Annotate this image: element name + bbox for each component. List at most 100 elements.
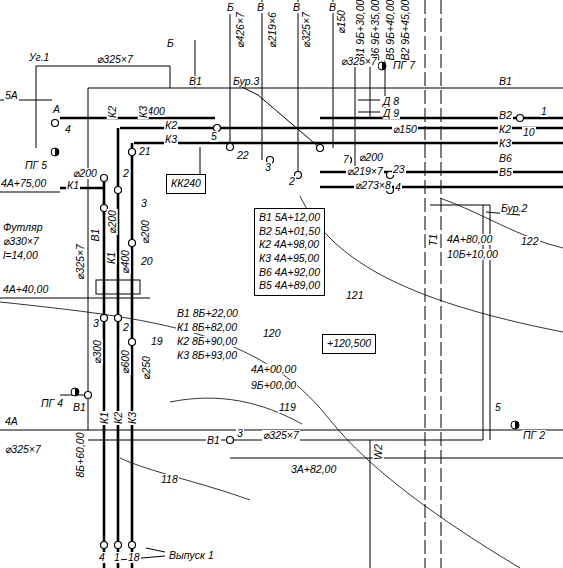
plan-label: ⌀325×7 <box>75 243 86 281</box>
plan-label: ⌀600 <box>120 349 131 375</box>
pipe-line <box>88 88 563 430</box>
box-text: КК240 <box>171 177 201 191</box>
hydrant-ring <box>51 148 59 156</box>
plan-label: К2 8Б+90,00 <box>176 336 238 347</box>
plan-label: В <box>292 2 301 13</box>
plan-label: ⌀150 <box>392 124 418 135</box>
hydrant-ring <box>378 62 386 70</box>
plan-label: К1 <box>106 251 117 265</box>
plan-label: 3 <box>140 198 148 209</box>
plan-label: 120 <box>262 328 282 339</box>
chamber-box: КК240 <box>166 174 206 194</box>
plan-label: 19 <box>150 336 164 347</box>
plan-label: К1 <box>99 411 110 425</box>
manhole <box>115 542 122 549</box>
hydrant-symbol <box>511 421 519 429</box>
plan-label: Б <box>166 38 175 49</box>
manhole <box>129 339 136 346</box>
plan-label: ⌀426×7 <box>235 11 246 49</box>
pipe-line <box>370 60 371 118</box>
plan-label: 119 <box>278 402 297 413</box>
plan-label: ⌀400 <box>120 249 131 275</box>
heat-line <box>425 0 426 568</box>
plan-label: 121 <box>345 290 365 301</box>
plan-label: В1 9Б+30,00 <box>355 0 366 61</box>
plan-label: 9Б+00,00 <box>250 380 297 391</box>
manhole <box>101 542 108 549</box>
plan-label: 4 <box>64 124 72 135</box>
plan-label: Т1 <box>428 233 439 247</box>
pipe-line <box>355 60 356 170</box>
manhole <box>101 175 108 182</box>
manhole <box>129 542 136 549</box>
pipe-line <box>36 66 170 88</box>
plan-label: 122 <box>520 236 540 247</box>
plan-label: 4А+00,00 <box>250 364 297 375</box>
plan-label: ⌀250 <box>141 355 152 381</box>
plan-label: 4А+75,00 <box>0 178 47 189</box>
plan-label: В1 <box>72 402 87 413</box>
hydrant-fill <box>382 62 386 70</box>
box-text: К2 4А+98,00 <box>259 238 320 252</box>
hydrant-symbol <box>378 62 386 70</box>
plan-label: 8Б+60,00 <box>75 431 86 478</box>
box-text: В2 5А+01,50 <box>259 225 320 239</box>
plan-label: 20 <box>140 256 154 267</box>
plan-label: 3 <box>264 162 272 173</box>
plan-label: 5А <box>4 90 19 101</box>
plan-label: К3 <box>127 411 138 425</box>
box-text: В5 4А+89,00 <box>259 279 320 293</box>
hydrant-symbol <box>71 388 79 396</box>
plan-label: Д 9 <box>382 108 400 119</box>
plan-label: 21 <box>138 146 152 157</box>
plan-label: ⌀325×7 <box>340 56 378 67</box>
plan-label: К1 8Б+82,00 <box>176 322 238 333</box>
contour-line <box>440 198 563 248</box>
plan-label: В1 <box>188 76 203 87</box>
plan-label: 7 <box>342 154 350 165</box>
hydrant-symbol <box>51 148 59 156</box>
plan-label: В <box>256 2 265 13</box>
plan-label: ⌀330×7 <box>2 236 40 247</box>
plan-label: 5 <box>494 402 502 413</box>
plan-label: ⌀150 <box>336 9 347 35</box>
plan-label: ПГ 2 <box>522 430 546 441</box>
plan-label: 22 <box>236 150 250 161</box>
plan-label: W2 <box>373 443 384 461</box>
manhole <box>517 115 524 122</box>
pipe-line <box>0 192 60 193</box>
manhole <box>115 187 122 194</box>
manhole <box>85 392 92 399</box>
plan-label: Выпуск 1 <box>168 550 215 561</box>
pipe-line <box>118 556 165 560</box>
plan-label: ⌀200 <box>358 152 384 163</box>
plan-label: 4 <box>98 552 106 563</box>
plan-label: 1 <box>113 552 121 563</box>
box-text: К3 4А+95,00 <box>259 252 320 266</box>
plan-label: В1 <box>498 76 513 87</box>
contour-line <box>120 458 250 500</box>
plan-label: ⌀325×7 <box>96 54 134 65</box>
elevation-table: В1 5А+12,00В2 5А+01,50К2 4А+98,00К3 4А+9… <box>254 208 325 296</box>
plan-label: Бур.3 <box>232 76 260 87</box>
hydrant-fill <box>515 421 519 429</box>
plan-label: 118 <box>160 474 179 485</box>
plan-label: В2 9Б+45,00 <box>400 0 411 61</box>
plan-label: 5 <box>210 131 218 142</box>
plan-label: К2 <box>164 120 178 131</box>
plan-label: Бур.2 <box>500 203 528 214</box>
plan-label: К3 <box>498 138 512 149</box>
plan-label: 4А+80,00 <box>446 234 493 245</box>
plan-label: В1 <box>90 228 101 243</box>
plan-label: ⌀219×7 <box>346 166 384 177</box>
hydrant-ring <box>511 421 519 429</box>
manhole <box>129 149 136 156</box>
plan-label: К2 <box>113 411 124 425</box>
pipe-line <box>333 0 334 148</box>
plan-label: А <box>52 104 61 115</box>
plan-label: В6 <box>498 153 513 164</box>
plan-label: В1 8Б+22,00 <box>176 308 239 319</box>
plan-label: 4А <box>4 416 19 427</box>
manhole <box>101 315 108 322</box>
plan-label: ⌀200 <box>107 209 118 235</box>
